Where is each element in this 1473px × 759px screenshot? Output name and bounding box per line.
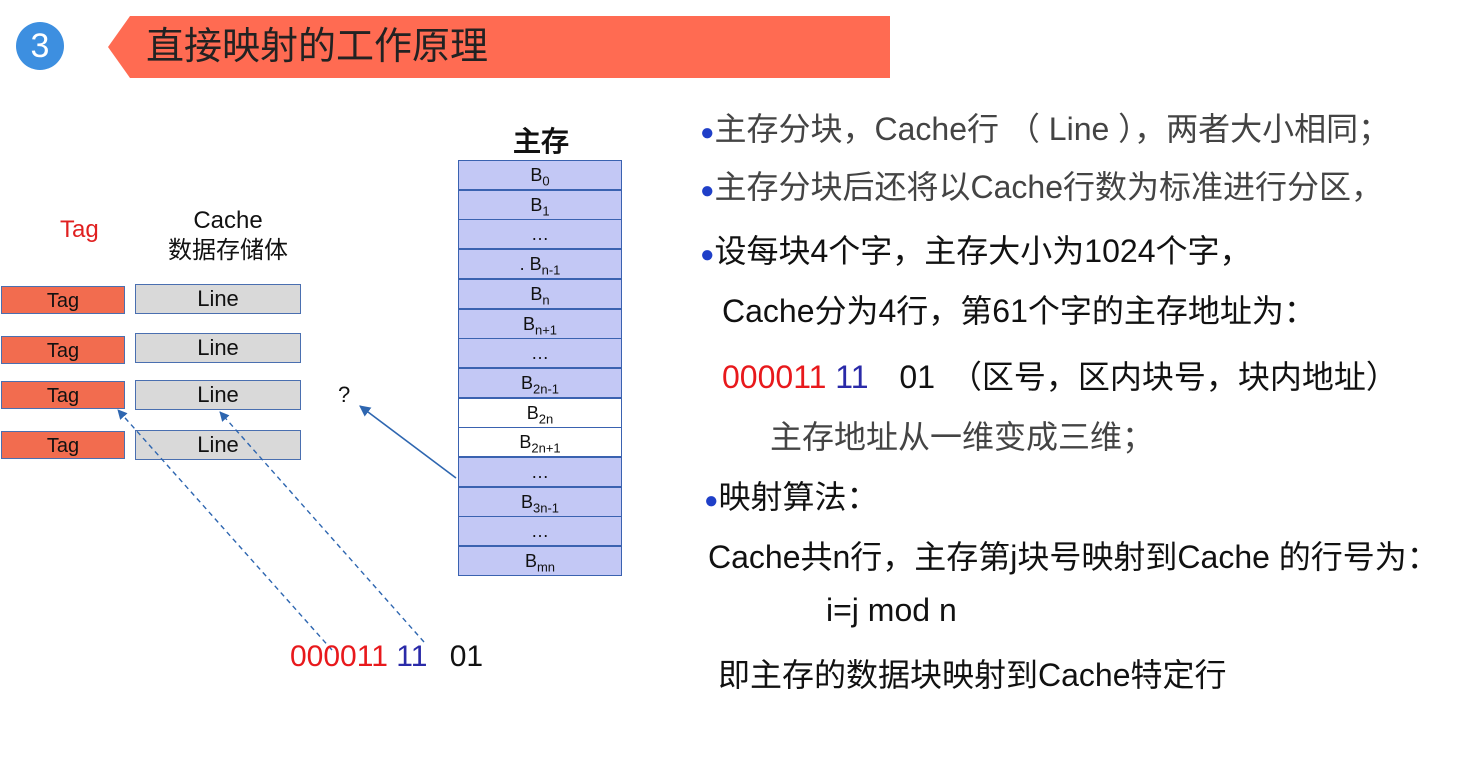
address-example-line: 000011 11 01 （区号，区内块号，块内地址）: [722, 352, 1398, 398]
slide-title: 直接映射的工作原理: [146, 26, 489, 68]
memory-block-8: B2n: [458, 397, 622, 428]
address-block-bits: 11: [396, 640, 428, 673]
example-block-bits: 11: [835, 359, 869, 395]
bullet-dot: ●: [704, 487, 719, 514]
memory-block-10: …: [458, 457, 622, 487]
cache-tag-1: Tag: [1, 336, 125, 364]
memory-block-subscript: 2n: [538, 411, 554, 427]
title-banner: [108, 16, 890, 78]
memory-block-label: B: [530, 283, 543, 304]
memory-block-label: . B: [519, 254, 542, 275]
cache-tag-0: Tag: [1, 286, 125, 314]
memory-block-label: B: [522, 313, 535, 334]
address-bits-diagram: 000011 11 01: [290, 640, 483, 674]
example-address-note: （区号，区内块号，块内地址）: [949, 359, 1398, 395]
memory-block-1: B1: [458, 189, 622, 220]
memory-block-label: …: [531, 521, 549, 542]
cache-tag-2: Tag: [1, 381, 125, 409]
memory-block-7: B2n-1: [458, 367, 622, 398]
section-number-badge: 3: [16, 22, 64, 70]
memory-block-subscript: n+1: [534, 322, 558, 338]
memory-block-label: B: [519, 432, 532, 453]
memory-block-label: …: [531, 462, 549, 482]
memory-block-subscript: n-1: [541, 262, 561, 278]
memory-block-subscript: 3n-1: [532, 500, 560, 516]
bullet-line-1: ●主存分块，Cache行 （ Line ），两者大小相同；: [700, 111, 1391, 147]
memory-block-0: B0: [458, 160, 622, 190]
text-line-6: 主存地址从一维变成三维；: [770, 419, 1155, 455]
memory-block-3: . Bn-1: [458, 249, 622, 280]
memory-block-11: B3n-1: [458, 486, 622, 517]
memory-block-subscript: 0: [542, 173, 550, 189]
cache-line-2: Line: [135, 380, 301, 410]
main-memory-title: 主存: [512, 126, 569, 157]
block-to-cache-arrow: [359, 405, 457, 479]
tag-column-header: Tag: [60, 216, 99, 243]
cache-line-3: Line: [135, 430, 301, 460]
text-line-10: 即主存的数据块映射到Cache特定行: [718, 657, 1227, 693]
cache-data-header: Cache 数据存储体: [148, 206, 308, 266]
memory-block-label: B: [526, 402, 539, 423]
memory-block-12: …: [458, 516, 622, 547]
memory-block-subscript: n: [542, 292, 550, 308]
memory-block-subscript: mn: [536, 559, 556, 575]
memory-block-label: B: [520, 372, 533, 393]
address-word-bits: 01: [449, 640, 484, 673]
bullet-line-2: ●主存分块后还将以Cache行数为标准进行分区，: [700, 169, 1384, 205]
address-zone-bits: 000011: [290, 640, 388, 673]
memory-block-label: B: [530, 165, 543, 185]
block-index-dashed-arrow: [219, 411, 425, 643]
memory-block-5: Bn+1: [458, 308, 622, 339]
bullet-dot: ●: [700, 241, 715, 268]
memory-block-subscript: 1: [542, 203, 550, 219]
bullet-dot: ●: [700, 119, 715, 146]
memory-block-13: Bmn: [458, 546, 622, 577]
memory-block-label: …: [531, 343, 549, 364]
example-zone-bits: 000011: [722, 359, 827, 395]
bullet-line-3: ●设每块4个字，主存大小为1024个字，: [700, 233, 1252, 269]
cache-line-1: Line: [135, 333, 301, 363]
bullet-dot: ●: [700, 177, 715, 204]
bullet-line-4: ●映射算法：: [704, 479, 879, 515]
memory-block-subscript: 2n+1: [531, 440, 561, 456]
memory-block-6: …: [458, 338, 622, 369]
memory-block-label: B: [524, 551, 537, 572]
memory-block-label: B: [530, 194, 543, 215]
mapping-formula: i=j mod n: [826, 592, 957, 628]
example-word-bits: 01: [899, 359, 935, 395]
zone-tag-dashed-arrow: [117, 409, 333, 651]
memory-block-9: B2n+1: [458, 427, 622, 458]
memory-block-subscript: 2n-1: [532, 381, 560, 397]
cache-line-0: Line: [135, 284, 301, 314]
cache-data-header-line2: 数据存储体: [168, 237, 288, 264]
cache-tag-3: Tag: [1, 431, 125, 459]
question-mark: ?: [338, 382, 351, 407]
memory-block-4: Bn: [458, 278, 622, 309]
memory-block-label: …: [531, 224, 549, 245]
text-line-4: Cache分为4行，第61个字的主存地址为：: [722, 293, 1316, 329]
cache-data-header-line1: Cache: [193, 207, 263, 234]
memory-block-2: …: [458, 219, 622, 250]
memory-block-label: B: [520, 491, 533, 512]
text-line-8: Cache共n行，主存第j块号映射到Cache 的行号为：: [708, 539, 1439, 575]
